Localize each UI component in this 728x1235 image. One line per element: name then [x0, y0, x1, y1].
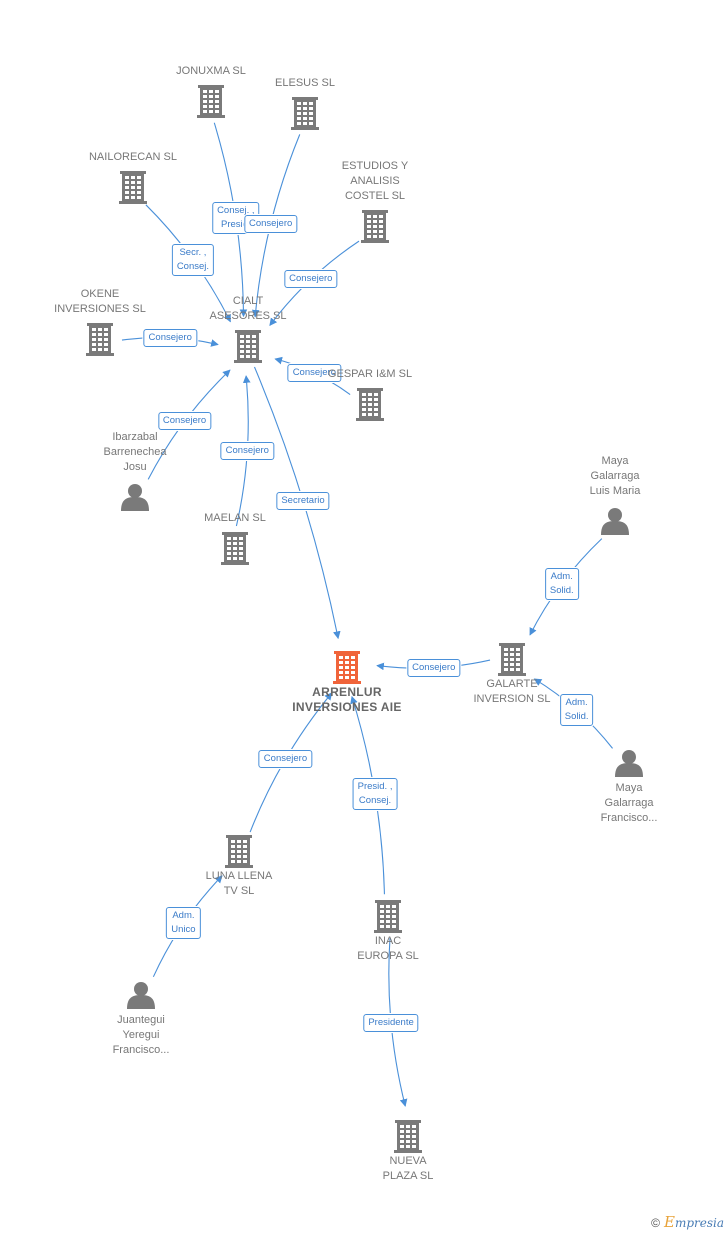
- edge-label-inac-to-arrenlur: Presid. , Consej.: [352, 778, 398, 811]
- edge-label-estudios-to-cialt: Consejero: [284, 270, 338, 289]
- node-label-maya_francisco[interactable]: Maya Galarraga Francisco...: [600, 782, 658, 824]
- person-icon-maya_francisco[interactable]: [615, 750, 643, 777]
- node-label-maelan[interactable]: MAELAN SL: [204, 512, 266, 524]
- node-label-galarte[interactable]: GALARTE INVERSION SL: [473, 678, 551, 705]
- brand-initial: E: [663, 1213, 675, 1231]
- edge-label-elesus-to-cialt: Consejero: [243, 214, 298, 233]
- node-label-juantegui[interactable]: Juantegui Yeregui Francisco...: [112, 1014, 170, 1056]
- node-label-jonuxma[interactable]: JONUXMA SL: [176, 65, 246, 77]
- edge-label-okene-to-cialt: Consejero: [143, 328, 197, 347]
- building-icon-nailorecan[interactable]: [119, 171, 147, 204]
- edge-label-maelan-to-cialt: Consejero: [220, 442, 274, 461]
- node-label-luna[interactable]: LUNA LLENA TV SL: [205, 870, 273, 897]
- edge-label-ibarzabal-to-cialt: Consejero: [157, 412, 212, 431]
- building-icon-luna[interactable]: [225, 835, 253, 868]
- edge-label-nailorecan-to-cialt: Secr. , Consej.: [171, 243, 215, 276]
- brand-name: mpresia: [674, 1216, 724, 1230]
- building-icon-jonuxma[interactable]: [197, 85, 225, 118]
- person-icon-ibarzabal[interactable]: [121, 484, 149, 511]
- edge-label-cialt-to-arrenlur: Secretario: [276, 491, 330, 510]
- edge-label-maya_luis-to-galarte: Adm. Solid.: [544, 567, 579, 600]
- node-label-cialt[interactable]: CIALT ASESORES SL: [209, 295, 287, 322]
- brand-watermark: ©Empresia: [651, 1213, 724, 1231]
- copyright-symbol: ©: [651, 1216, 660, 1230]
- building-icon-elesus[interactable]: [291, 97, 319, 130]
- node-label-estudios[interactable]: ESTUDIOS Y ANALISIS COSTEL SL: [341, 160, 409, 202]
- node-label-okene[interactable]: OKENE INVERSIONES SL: [54, 288, 146, 315]
- edge-label-gespar-to-cialt: Consejero: [287, 364, 341, 383]
- building-icon-maelan[interactable]: [221, 532, 249, 565]
- building-icon-gespar[interactable]: [356, 388, 384, 421]
- edge-label-luna-to-arrenlur: Consejero: [258, 750, 313, 769]
- node-label-maya_luis[interactable]: Maya Galarraga Luis Maria: [589, 455, 641, 497]
- building-icon-okene[interactable]: [86, 323, 114, 356]
- edge-label-maya_francisco-to-galarte: Adm. Solid.: [559, 694, 594, 727]
- edge-label-juantegui-to-luna: Adm. Unico: [166, 907, 201, 940]
- building-icon-galarte[interactable]: [498, 643, 526, 676]
- node-label-gespar[interactable]: GESPAR I&M SL: [327, 368, 413, 380]
- node-label-elesus[interactable]: ELESUS SL: [275, 77, 335, 89]
- node-label-arrenlur[interactable]: ARRENLUR INVERSIONES AIE: [292, 685, 402, 714]
- edge-label-galarte-to-arrenlur: Consejero: [407, 658, 461, 677]
- building-icon-cialt[interactable]: [234, 330, 262, 363]
- node-label-nailorecan[interactable]: NAILORECAN SL: [88, 151, 178, 163]
- node-label-nueva[interactable]: NUEVA PLAZA SL: [382, 1155, 434, 1182]
- person-icon-maya_luis[interactable]: [601, 508, 629, 535]
- edge-label-inac-to-nueva: Presidente: [363, 1013, 419, 1032]
- building-icon-nueva[interactable]: [394, 1120, 422, 1153]
- building-icon-inac[interactable]: [374, 900, 402, 933]
- person-icon-juantegui[interactable]: [127, 982, 155, 1009]
- building-icon-estudios[interactable]: [361, 210, 389, 243]
- building-icon-arrenlur[interactable]: [333, 651, 361, 684]
- node-label-inac[interactable]: INAC EUROPA SL: [357, 935, 419, 962]
- node-label-ibarzabal[interactable]: Ibarzabal Barrenechea Josu: [103, 431, 167, 473]
